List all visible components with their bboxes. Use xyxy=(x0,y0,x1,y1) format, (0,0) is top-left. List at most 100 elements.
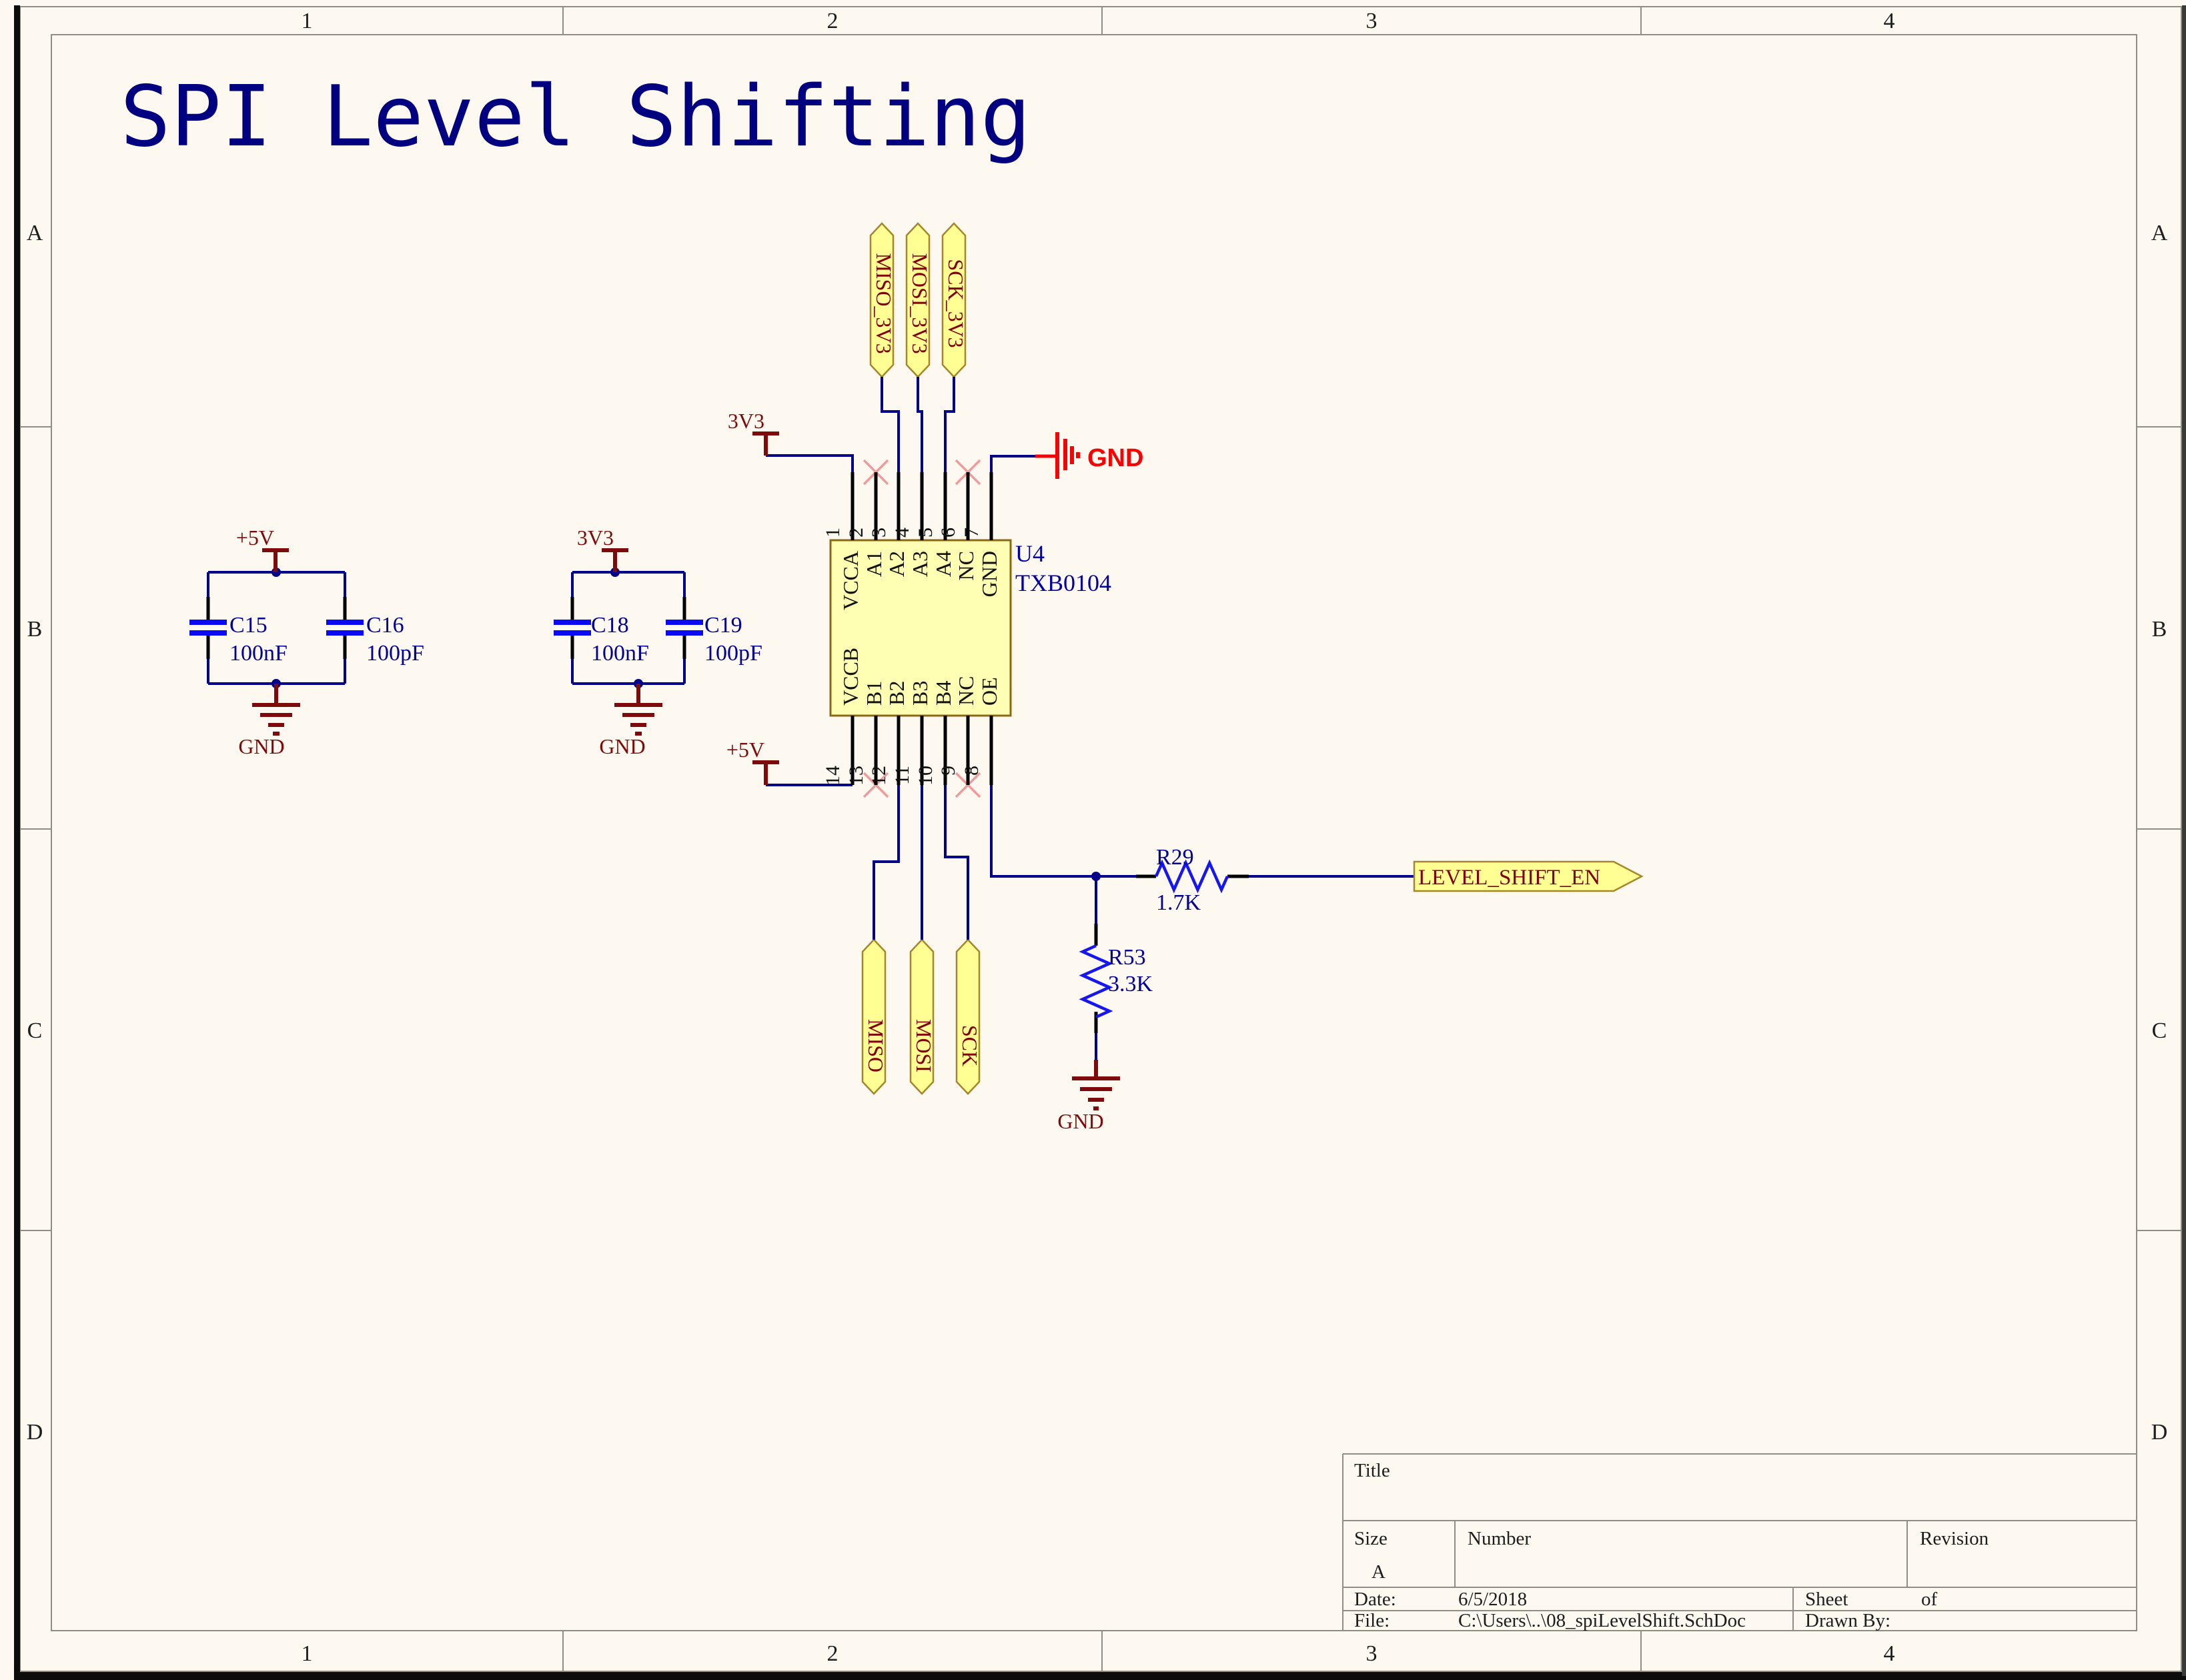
zone-label: B xyxy=(27,617,43,642)
pin-name: B2 xyxy=(885,681,909,706)
cap-ref: C15 xyxy=(229,613,267,638)
power-bar-icon[interactable] xyxy=(752,432,779,456)
power-bar-icon[interactable] xyxy=(262,548,289,572)
pin-number: 5 xyxy=(915,528,937,538)
power-label: 3V3 xyxy=(728,409,764,433)
decoupling-group-3v3[interactable]: 3V3 GND C18 100nF C19 100pF xyxy=(554,526,762,758)
ic-pins[interactable] xyxy=(851,472,993,785)
port-miso[interactable] xyxy=(861,938,887,1095)
ground-label: GND xyxy=(599,734,645,758)
junction-dot xyxy=(1091,872,1101,881)
ground-label: GND xyxy=(1087,444,1143,472)
capacitor-C16-symbol[interactable] xyxy=(326,620,364,636)
zone-label: C xyxy=(27,1018,43,1043)
port-sck[interactable] xyxy=(955,938,981,1095)
pin-number: 11 xyxy=(891,766,913,785)
pin-number: 6 xyxy=(937,528,959,538)
zone-label: D xyxy=(27,1420,43,1445)
pin-number: 10 xyxy=(915,766,937,786)
port-label: MOSI xyxy=(912,1019,936,1072)
port-label: SCK_3V3 xyxy=(944,259,968,347)
ic-body[interactable] xyxy=(829,539,1012,717)
port-label: LEVEL_SHIFT_EN xyxy=(1418,866,1600,890)
titleblock-title-label: Title xyxy=(1354,1460,1390,1481)
capacitor-C18-symbol[interactable] xyxy=(554,620,591,636)
cap-ref: C16 xyxy=(366,613,404,638)
pin-name: A4 xyxy=(931,551,955,577)
zone-label: D xyxy=(2151,1420,2168,1445)
zone-label: 1 xyxy=(302,9,313,33)
power-gnd-red[interactable]: GND xyxy=(1035,432,1143,479)
decoupling-group-5v[interactable]: +5V GND C15 100nF C16 100pF xyxy=(189,526,424,758)
pin-number: 1 xyxy=(822,528,844,538)
wire[interactable] xyxy=(571,571,686,685)
titleblock-drawnby-label: Drawn By: xyxy=(1805,1610,1890,1631)
capacitor-C19-symbol[interactable] xyxy=(666,620,703,636)
zone-label: 2 xyxy=(827,1641,839,1666)
resistor-ref: R29 xyxy=(1156,845,1194,870)
pin-name: OE xyxy=(977,677,1001,706)
pin-name: A1 xyxy=(862,551,886,577)
port-mosi[interactable] xyxy=(909,938,935,1095)
cap-value: 100pF xyxy=(704,641,762,666)
ports-bottom[interactable]: MISO MOSI SCK xyxy=(861,938,982,1095)
resistor-ref: R53 xyxy=(1108,945,1146,970)
pin-name: B3 xyxy=(908,681,932,706)
pin-number: 8 xyxy=(961,766,983,776)
resistor-r29[interactable]: R29 1.7K xyxy=(1136,845,1249,915)
cap-value: 100pF xyxy=(366,641,424,666)
pin-name: B1 xyxy=(862,681,886,706)
titleblock-of-label: of xyxy=(1921,1589,1938,1610)
pin-name: VCCA xyxy=(839,551,863,610)
titleblock-revision-label: Revision xyxy=(1920,1528,1989,1549)
ground-icon[interactable] xyxy=(614,684,662,736)
zone-label: 4 xyxy=(1884,9,1895,33)
resistor-zigzag-icon[interactable] xyxy=(1079,944,1113,1019)
pin-number: 12 xyxy=(868,766,890,786)
wire-3v3-to-pin1[interactable] xyxy=(766,454,854,472)
titleblock-file-label: File: xyxy=(1354,1610,1390,1631)
titleblock-file-value: C:\Users\..\08_spiLevelShift.SchDoc xyxy=(1458,1610,1746,1631)
titleblock-sheet-label: Sheet xyxy=(1805,1589,1848,1610)
zone-label: A xyxy=(27,221,43,245)
pin-name: B4 xyxy=(931,681,955,706)
ground-icon[interactable] xyxy=(1072,1060,1120,1110)
pin-number: 7 xyxy=(961,528,983,538)
ic-u4-txb0104[interactable]: 1 2 3 4 5 6 7 14 13 12 11 10 9 8 VCCA A1… xyxy=(822,472,1111,786)
pin-number: 3 xyxy=(868,528,890,538)
wire-miso3v3-to-pin3[interactable] xyxy=(881,377,900,472)
wires[interactable] xyxy=(766,377,1414,1060)
power-bar-icon[interactable] xyxy=(602,548,628,572)
pin-number: 14 xyxy=(822,766,844,786)
power-label: +5V xyxy=(726,738,764,762)
ground-bars-icon[interactable] xyxy=(1055,432,1080,479)
page-edge-right xyxy=(2182,5,2186,1676)
power-label: +5V xyxy=(236,526,274,550)
resistor-r53[interactable]: R53 3.3K GND xyxy=(1057,924,1153,1133)
port-shape[interactable] xyxy=(1413,860,1644,892)
power-bar-icon[interactable] xyxy=(752,760,779,785)
resistor-value: 3.3K xyxy=(1108,972,1153,996)
wire-pin8-to-junction[interactable] xyxy=(990,785,1136,878)
title-block-lines xyxy=(1342,1453,2137,1631)
power-3v3-ic[interactable]: 3V3 xyxy=(728,409,779,456)
capacitor-C15-symbol[interactable] xyxy=(189,620,227,636)
wire-sck3v3-to-pin5[interactable] xyxy=(944,377,955,472)
port-label: MOSI_3V3 xyxy=(908,253,932,353)
wire-mosi3v3-to-pin4[interactable] xyxy=(917,377,923,472)
wire-pin7-to-gnd[interactable] xyxy=(990,455,1035,472)
ic-part-number: TXB0104 xyxy=(1015,570,1111,596)
ground-icon[interactable] xyxy=(252,684,300,736)
wire-pin10-to-sck[interactable] xyxy=(944,785,969,940)
port-level-shift-en[interactable]: LEVEL_SHIFT_EN xyxy=(1413,860,1644,892)
page-title: SPI Level Shifting xyxy=(120,67,1031,165)
resistor-zigzag-icon[interactable] xyxy=(1154,859,1229,894)
pin-number: 4 xyxy=(891,528,913,538)
power-5v-ic[interactable]: +5V xyxy=(726,738,779,785)
wire-pin12-to-miso[interactable] xyxy=(873,785,900,940)
titleblock-size-label: Size xyxy=(1354,1528,1388,1549)
ports-top[interactable]: MISO_3V3 MOSI_3V3 SCK_3V3 xyxy=(869,222,968,378)
